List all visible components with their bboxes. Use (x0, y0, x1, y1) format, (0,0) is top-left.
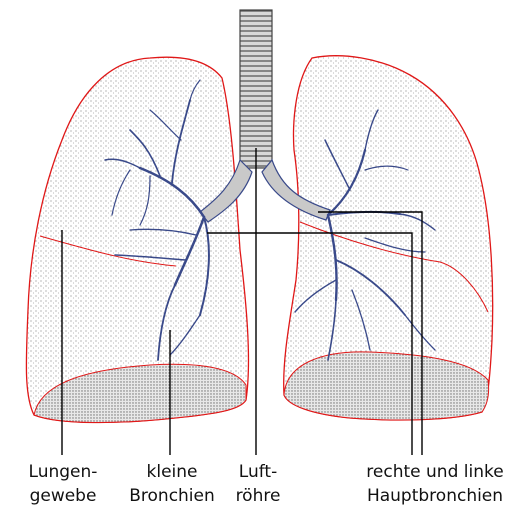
label-lung-tissue-line2: gewebe (28, 486, 98, 506)
label-small-bronchi: kleine Bronchien (124, 462, 220, 506)
label-small-bronchi-line2: Bronchien (124, 486, 220, 506)
label-main-bronchi-line1: rechte und linke (360, 462, 510, 482)
label-trachea-line2: röhre (230, 486, 286, 506)
label-lung-tissue-line1: Lungen- (28, 462, 98, 482)
label-lung-tissue: Lungen- gewebe (28, 462, 98, 506)
label-main-bronchi: rechte und linke Hauptbronchien (360, 462, 510, 506)
label-main-bronchi-line2: Hauptbronchien (360, 486, 510, 506)
label-trachea: Luft- röhre (230, 462, 286, 506)
label-small-bronchi-line1: kleine (124, 462, 220, 482)
trachea-shape (240, 10, 272, 168)
label-trachea-line1: Luft- (230, 462, 286, 482)
